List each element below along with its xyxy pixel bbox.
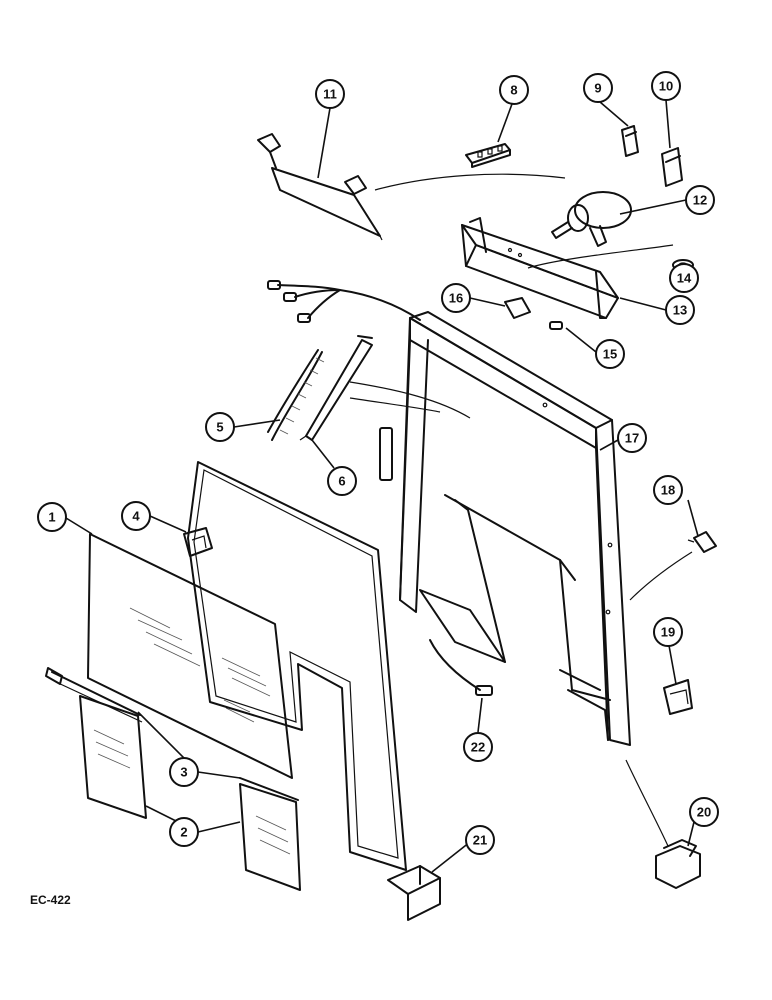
callout-number: 22 bbox=[471, 740, 485, 755]
part-knob bbox=[687, 531, 717, 553]
callout-number: 8 bbox=[510, 83, 517, 98]
leader-lines bbox=[65, 99, 699, 873]
callout-number: 12 bbox=[693, 193, 707, 208]
callout-21: 21 bbox=[465, 825, 495, 855]
callout-17: 17 bbox=[617, 423, 647, 453]
callout-number: 2 bbox=[180, 825, 187, 840]
reference-code: EC-422 bbox=[30, 893, 71, 907]
part-motor-bracket bbox=[461, 217, 619, 319]
callout-15: 15 bbox=[595, 339, 625, 369]
part-glass-panel bbox=[87, 533, 293, 779]
callout-2: 2 bbox=[169, 817, 199, 847]
callout-14: 14 bbox=[669, 263, 699, 293]
callout-number: 9 bbox=[594, 81, 601, 96]
callout-3: 3 bbox=[169, 757, 199, 787]
assembly-line bbox=[349, 397, 441, 413]
part-lower-glass-left bbox=[79, 695, 147, 819]
callout-number: 3 bbox=[180, 765, 187, 780]
callout-number: 16 bbox=[449, 291, 463, 306]
callout-number: 11 bbox=[323, 87, 337, 102]
part-rocker-switch-2 bbox=[661, 147, 683, 187]
assembly-line bbox=[625, 759, 669, 847]
callout-number: 17 bbox=[625, 431, 639, 446]
part-clip bbox=[504, 297, 531, 319]
part-base-mount bbox=[655, 839, 701, 889]
callout-number: 21 bbox=[473, 833, 487, 848]
part-wiper-blade bbox=[267, 349, 325, 441]
callout-number: 5 bbox=[216, 420, 223, 435]
assembly-line bbox=[349, 381, 471, 419]
assembly-line bbox=[629, 551, 693, 601]
part-switch-block bbox=[465, 143, 511, 168]
callout-number: 18 bbox=[661, 483, 675, 498]
part-glass-clip bbox=[183, 527, 213, 557]
callout-10: 10 bbox=[651, 71, 681, 101]
part-bushing bbox=[663, 679, 693, 715]
callout-number: 1 bbox=[48, 510, 55, 525]
part-wiper-arm bbox=[299, 335, 373, 441]
callout-4: 4 bbox=[121, 501, 151, 531]
assembly-line bbox=[374, 173, 566, 191]
callout-number: 13 bbox=[673, 303, 687, 318]
callout-5: 5 bbox=[205, 412, 235, 442]
assembly-line bbox=[527, 244, 674, 269]
callout-number: 15 bbox=[603, 347, 617, 362]
part-wiper-motor bbox=[551, 191, 632, 247]
callout-22: 22 bbox=[463, 732, 493, 762]
callout-number: 19 bbox=[661, 625, 675, 640]
callout-11: 11 bbox=[315, 79, 345, 109]
callout-number: 20 bbox=[697, 805, 711, 820]
part-rocker-switch bbox=[621, 125, 639, 157]
part-lower-glass-right bbox=[239, 783, 301, 891]
part-door-frame bbox=[379, 311, 631, 746]
callout-13: 13 bbox=[665, 295, 695, 325]
part-angle-bracket bbox=[387, 865, 441, 921]
callout-8: 8 bbox=[499, 75, 529, 105]
callout-number: 6 bbox=[338, 474, 345, 489]
callout-20: 20 bbox=[689, 797, 719, 827]
callout-18: 18 bbox=[653, 475, 683, 505]
callout-number: 4 bbox=[132, 509, 140, 524]
callout-12: 12 bbox=[685, 185, 715, 215]
callout-16: 16 bbox=[441, 283, 471, 313]
part-window-seal bbox=[187, 461, 407, 871]
part-sun-visor bbox=[257, 133, 383, 241]
part-wiring-harness bbox=[267, 280, 421, 323]
callout-number: 14 bbox=[677, 271, 692, 286]
callout-6: 6 bbox=[327, 466, 357, 496]
callout-1: 1 bbox=[37, 502, 67, 532]
callout-9: 9 bbox=[583, 73, 613, 103]
part-pin bbox=[549, 321, 563, 330]
callout-19: 19 bbox=[653, 617, 683, 647]
callout-number: 10 bbox=[659, 79, 673, 94]
